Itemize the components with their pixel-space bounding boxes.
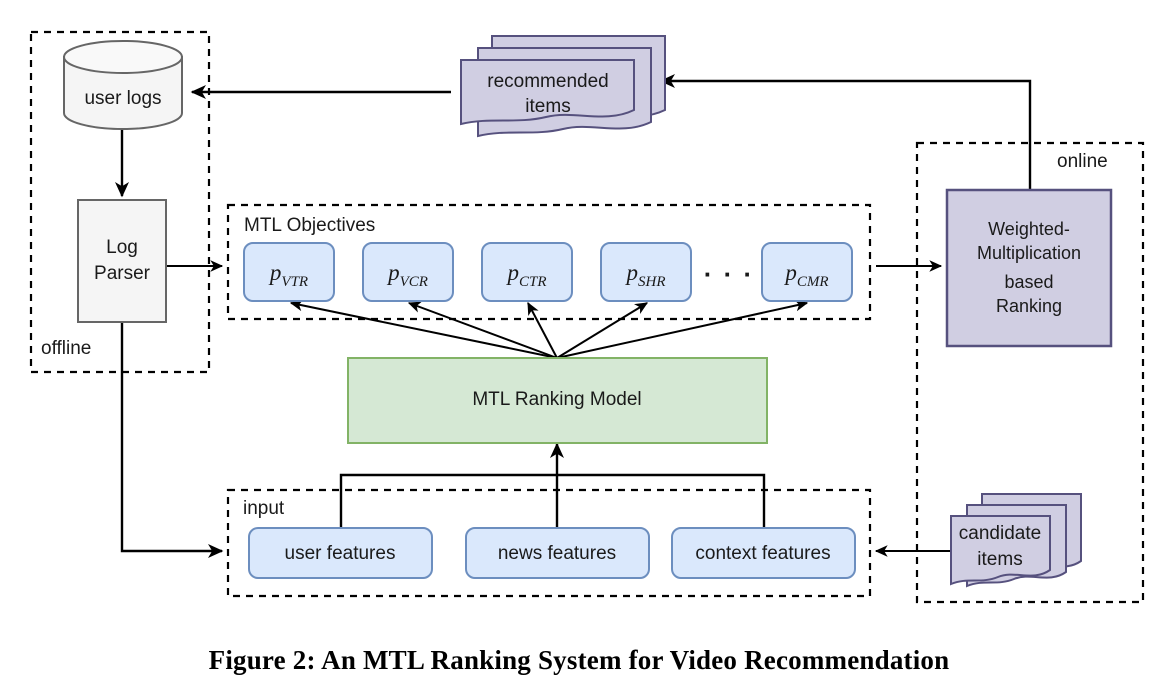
edge-model-to-objective-5: [556, 299, 809, 359]
edge-model-to-objective-4: [556, 302, 648, 359]
edge-model-to-objective-3: [527, 301, 558, 359]
objective-box-3-rect: [481, 242, 573, 302]
feature-box-news-rect: [465, 527, 650, 579]
region-online-label: online: [1057, 151, 1108, 172]
node-recommended-items-label-2: items: [525, 96, 570, 117]
objective-box-5[interactable]: pCMR: [761, 242, 853, 302]
objective-box-3-label: pCTR: [505, 260, 546, 290]
node-mtl-ranking-model[interactable]: MTL Ranking Model: [347, 357, 768, 444]
edge-ranking-to-recommended: [659, 74, 1032, 190]
region-input-label: input: [243, 498, 285, 519]
node-candidate-items-label-2: items: [977, 549, 1022, 570]
node-mtl-ranking-model-label: MTL Ranking Model: [472, 389, 641, 410]
objective-box-1-rect: [243, 242, 335, 302]
log-parser-box: [77, 199, 167, 323]
feature-box-user-label: user features: [285, 543, 396, 564]
feature-box-user[interactable]: user features: [248, 527, 433, 579]
node-user-logs-label: user logs: [84, 88, 161, 109]
ranking-box: [945, 188, 1113, 348]
node-recommended-items[interactable]: recommended items: [460, 35, 666, 138]
node-candidate-items-label-1: candidate: [959, 523, 1041, 544]
node-log-parser[interactable]: Log Parser: [77, 199, 167, 323]
feature-box-news-label: news features: [498, 543, 616, 564]
objective-box-4[interactable]: pSHR: [600, 242, 692, 302]
region-online: [915, 141, 1145, 604]
objective-box-2[interactable]: pVCR: [362, 242, 454, 302]
objective-box-5-rect: [761, 242, 853, 302]
node-ranking-label-3: based: [1004, 272, 1053, 292]
objective-box-2-label: pVCR: [386, 260, 428, 290]
node-log-parser-label-2: Parser: [94, 263, 151, 284]
node-user-logs[interactable]: user logs: [63, 40, 183, 130]
edge-logparser-to-input: [120, 322, 224, 558]
feature-box-context-rect: [671, 527, 856, 579]
objective-box-4-label: pSHR: [625, 260, 666, 290]
node-log-parser-label-1: Log: [106, 237, 138, 258]
candidate-items-sheet-1: [950, 515, 1051, 586]
node-recommended-items-label-1: recommended: [487, 71, 608, 92]
cylinder-top: [63, 40, 183, 74]
objective-box-3[interactable]: pCTR: [481, 242, 573, 302]
recommended-items-sheet-1: [460, 59, 635, 126]
region-mtl-objectives-label: MTL Objectives: [244, 215, 375, 236]
figure-caption: Figure 2: An MTL Ranking System for Vide…: [208, 645, 950, 675]
mtl-ranking-model-box: [347, 357, 768, 444]
region-offline-label: offline: [41, 338, 91, 359]
objective-box-5-label: pCMR: [783, 260, 828, 290]
edge-model-to-objective-1: [289, 299, 558, 359]
node-candidate-items[interactable]: candidate items: [950, 493, 1082, 588]
edge-features-bus: [339, 473, 766, 528]
objective-box-1-label: pVTR: [268, 260, 308, 290]
objective-box-2-rect: [362, 242, 454, 302]
feature-box-context[interactable]: context features: [671, 527, 856, 579]
feature-box-user-rect: [248, 527, 433, 579]
node-ranking-label-4: Ranking: [996, 296, 1062, 316]
objective-box-4-rect: [600, 242, 692, 302]
region-input: [226, 488, 872, 598]
node-weighted-multiplication-ranking[interactable]: Weighted- Multiplication based Ranking: [945, 188, 1113, 348]
objectives-ellipsis: · · ·: [704, 259, 754, 289]
cylinder-body: [63, 56, 183, 130]
feature-box-news[interactable]: news features: [465, 527, 650, 579]
node-ranking-label-2: Multiplication: [977, 243, 1081, 263]
feature-box-context-label: context features: [695, 543, 830, 564]
node-ranking-label-1: Weighted-: [988, 219, 1070, 239]
edge-model-to-objective-2: [407, 301, 558, 359]
objective-box-1[interactable]: pVTR: [243, 242, 335, 302]
